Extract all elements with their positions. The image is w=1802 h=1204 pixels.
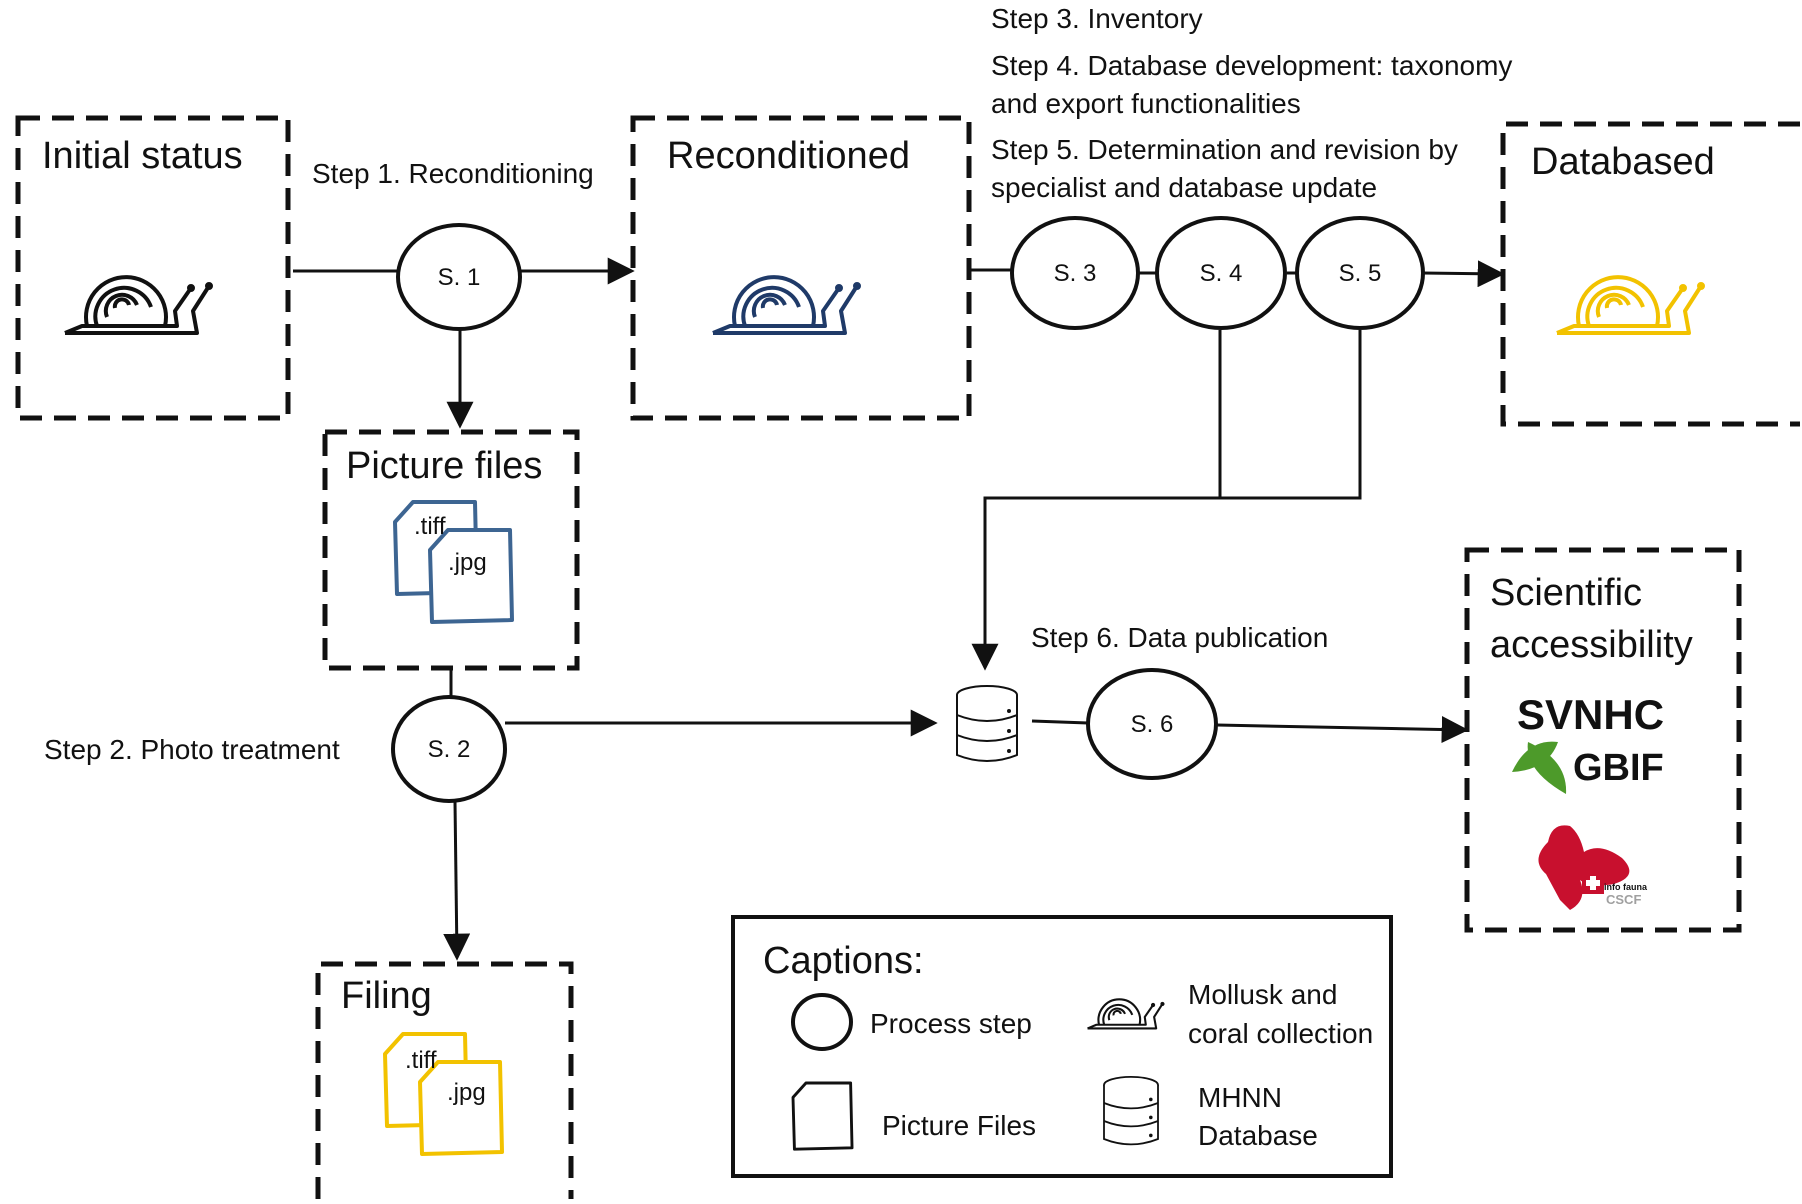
connector-s4-database (971, 330, 1222, 671)
initial-status-box (15, 115, 291, 421)
svg-text:S. 6: S. 6 (1131, 711, 1174, 738)
process-node-s3: S. 3 (1010, 216, 1140, 330)
svg-text:S. 5: S. 5 (1339, 260, 1382, 287)
file-jpg-label: .jpg (448, 549, 487, 576)
connector-s2-filing (443, 801, 471, 961)
svg-text:S. 1: S. 1 (438, 264, 481, 291)
file-tiff-label: .tiff (414, 513, 446, 540)
connector-database-s6 (1031, 719, 1089, 725)
legend-db-2: Database (1198, 1120, 1318, 1151)
picture-files-icon: .tiff .jpg (393, 500, 514, 624)
connector-s5-databased (1421, 260, 1505, 288)
legend-process-step-icon (791, 993, 853, 1051)
step-4-label-2: and export functionalities (991, 88, 1301, 119)
initial-status-title: Initial status (42, 135, 243, 177)
legend-title: Captions: (763, 940, 924, 982)
process-node-s6: S. 6 (1086, 668, 1218, 780)
legend-mollusk-2: coral collection (1188, 1018, 1373, 1049)
process-node-s2: S. 2 (391, 695, 507, 803)
step-4-label-1: Step 4. Database development: taxonomy (991, 50, 1512, 81)
svg-text:S. 4: S. 4 (1200, 260, 1243, 287)
picture-files-box (322, 429, 580, 671)
svg-text:S. 2: S. 2 (428, 736, 471, 763)
step-5-label-2: specialist and database update (991, 172, 1377, 203)
process-node-s5: S. 5 (1295, 216, 1425, 330)
connector-s6-accessibility (1216, 716, 1469, 744)
butterfly-icon (1538, 825, 1630, 910)
filing-box (315, 961, 574, 1199)
picture-files-title: Picture files (346, 445, 542, 487)
filing-title: Filing (341, 975, 432, 1017)
scientific-accessibility-title-2: accessibility (1490, 624, 1693, 666)
svg-text:S. 3: S. 3 (1054, 260, 1097, 287)
process-node-s1: S. 1 (396, 223, 522, 331)
step-5-label-1: Step 5. Determination and revision by (991, 134, 1458, 165)
scientific-accessibility-box (1464, 547, 1742, 933)
filing-files-icon: .tiff .jpg (383, 1032, 504, 1156)
reconditioned-title: Reconditioned (667, 135, 910, 177)
legend-db-1: MHNN (1198, 1082, 1282, 1113)
legend-picture-file-icon (791, 1081, 854, 1151)
snail-databased-icon (1555, 275, 1707, 335)
gbif-logo: GBIF (1512, 741, 1664, 794)
snail-reconditioned-icon (711, 275, 863, 335)
infofauna-logo: info fauna CSCF (1538, 825, 1648, 910)
legend-picture-files: Picture Files (882, 1110, 1036, 1141)
step-3-label: Step 3. Inventory (991, 3, 1203, 34)
legend-process-step: Process step (870, 1008, 1032, 1039)
svnhc-logo: SVNHC (1517, 691, 1664, 738)
legend-database-icon (1103, 1076, 1159, 1146)
connector-s5-merge (1220, 330, 1362, 500)
filing-jpg-label: .jpg (447, 1079, 486, 1106)
svg-text:GBIF: GBIF (1573, 747, 1664, 789)
snail-initial-icon (63, 275, 215, 335)
databased-title: Databased (1531, 141, 1715, 183)
legend: Captions: Process step Mollusk and coral… (731, 915, 1393, 1178)
filing-tiff-label: .tiff (405, 1047, 437, 1074)
step-1-label: Step 1. Reconditioning (312, 158, 594, 189)
svg-text:CSCF: CSCF (1606, 892, 1641, 907)
legend-mollusk-1: Mollusk and (1188, 979, 1337, 1010)
svg-text:info fauna: info fauna (1604, 882, 1648, 892)
step-6-label: Step 6. Data publication (1031, 622, 1328, 653)
database-icon (956, 685, 1018, 762)
scientific-accessibility-title-1: Scientific (1490, 572, 1642, 614)
process-node-s4: S. 4 (1155, 216, 1287, 330)
step-2-label: Step 2. Photo treatment (44, 734, 340, 765)
